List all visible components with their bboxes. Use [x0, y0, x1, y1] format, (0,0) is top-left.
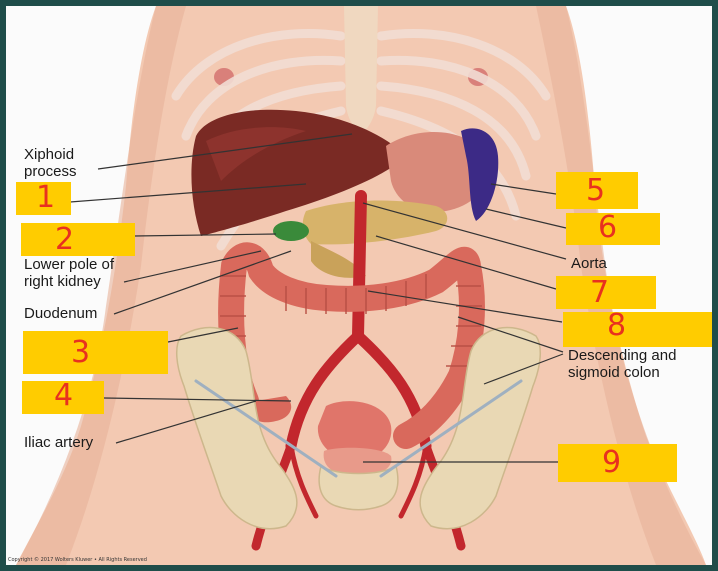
- label-xiphoid-line2: process: [24, 163, 77, 180]
- answer-box-1[interactable]: 1: [16, 182, 71, 215]
- label-kidney-line1: Lower pole of: [24, 256, 115, 273]
- gallbladder: [273, 221, 309, 241]
- answer-box-3[interactable]: 3: [23, 331, 168, 374]
- answer-box-number: 4: [54, 378, 74, 413]
- answer-box-7[interactable]: 7: [556, 276, 656, 309]
- uterus: [317, 401, 392, 461]
- answer-box-number: 8: [607, 308, 627, 343]
- answer-box-number: 7: [590, 275, 610, 310]
- answer-box-number: 5: [586, 173, 606, 208]
- answer-box-number: 6: [598, 210, 618, 245]
- liver-highlight: [206, 127, 306, 181]
- inguinal-ligaments: [194, 379, 523, 478]
- label-kidney-line2: right kidney: [24, 273, 101, 290]
- answer-box-8[interactable]: 8: [563, 308, 712, 347]
- torso-shade-left: [16, 6, 186, 565]
- cecum: [252, 396, 292, 423]
- leader-lines: [69, 133, 567, 463]
- colon: [218, 242, 485, 449]
- sternum: [344, 6, 378, 134]
- answer-box-2[interactable]: 2: [21, 223, 135, 256]
- pancreas-lower: [311, 241, 366, 278]
- label-duodenum: Duodenum: [24, 305, 98, 322]
- label-iliac-artery: Iliac artery: [24, 434, 94, 451]
- answer-box-9[interactable]: 9: [558, 444, 677, 482]
- answer-box-6[interactable]: 6: [566, 213, 660, 245]
- label-colon-line2: sigmoid colon: [568, 364, 660, 381]
- label-xiphoid-line1: Xiphoid: [24, 146, 75, 163]
- bladder: [323, 447, 392, 476]
- spleen: [461, 128, 499, 221]
- anatomy-figure: Xiphoid process Lower pole of right kidn…: [6, 6, 712, 565]
- label-aorta: Aorta: [571, 255, 607, 272]
- label-colon-line1: Descending and: [568, 347, 677, 364]
- answer-box-number: 1: [36, 180, 56, 215]
- answer-box-5[interactable]: 5: [556, 172, 638, 209]
- stomach: [386, 132, 489, 212]
- answer-box-4[interactable]: 4: [22, 381, 104, 414]
- answer-box-number: 9: [602, 445, 622, 480]
- pancreas: [302, 200, 448, 245]
- arteries: [251, 190, 466, 551]
- copyright-notice: Copyright © 2017 Wolters Kluwer • All Ri…: [8, 557, 147, 563]
- pelvis: [176, 326, 541, 530]
- torso-shade-right: [536, 6, 706, 565]
- abdomen-illustration: [16, 6, 706, 565]
- answer-box-number: 3: [71, 335, 91, 370]
- answer-box-number: 2: [55, 222, 75, 257]
- colon-haustra: [220, 274, 482, 377]
